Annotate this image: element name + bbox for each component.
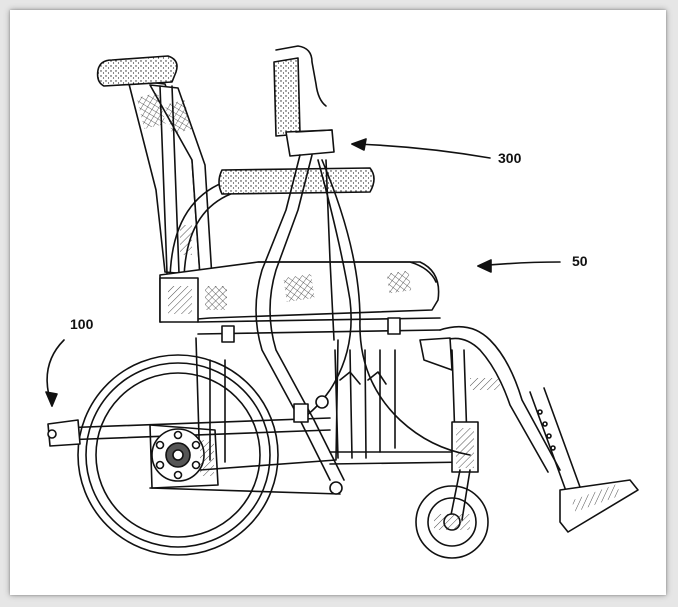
handle-stem — [255, 154, 331, 481]
seat-side-hatch — [168, 286, 192, 314]
axle-lower-bar — [149, 487, 341, 495]
brake-levers — [339, 371, 387, 385]
footrest-hole-2 — [542, 421, 548, 427]
rear-push-grip — [96, 55, 178, 87]
front-bracket — [419, 337, 453, 371]
caster-wheel-outer — [415, 485, 489, 559]
arrow-300-line — [351, 143, 491, 159]
arrow-300-head — [351, 138, 367, 151]
footrest-hole-3 — [546, 433, 552, 439]
front-frame-hoop-inner — [439, 337, 549, 473]
rear-wheel-tire — [85, 362, 271, 548]
handle-housing-front — [295, 129, 333, 133]
footrest-hole-1 — [537, 409, 543, 415]
front-frame-hoop — [439, 325, 561, 471]
arrow-100-head — [45, 391, 58, 407]
footrest-hole-4 — [550, 445, 556, 451]
handle-stem-foot — [329, 481, 343, 495]
rear-attachment — [47, 419, 81, 447]
axle-plate-hatch — [200, 440, 214, 476]
hub-bolt-1 — [173, 430, 183, 440]
axle-plate — [149, 424, 219, 489]
hub-bolt-6 — [155, 440, 165, 450]
handle-top-lever — [275, 45, 327, 107]
rear-wheel-outer — [77, 354, 279, 556]
cable-3 — [325, 159, 335, 341]
seat-cushion-top — [257, 261, 437, 283]
backrest-hatch-1 — [136, 92, 166, 129]
armrest-pad — [218, 167, 375, 195]
caster-housing-hatch — [456, 428, 474, 468]
rear-attachment-pin — [47, 429, 57, 439]
arrow-50-head — [477, 259, 492, 273]
rear-upright — [159, 85, 181, 301]
seat-hatch-1 — [283, 274, 315, 302]
seat-bracket-1 — [221, 325, 235, 343]
rear-hub-center — [172, 449, 184, 461]
cable-clamp — [293, 403, 309, 423]
label-300: 300 — [498, 150, 522, 166]
backrest-hatch-2 — [164, 99, 192, 134]
cable-knob — [315, 395, 329, 409]
handle-grip — [273, 57, 301, 137]
handle-housing — [285, 129, 335, 157]
rear-wheel-rim — [95, 372, 261, 538]
footrest-leg — [529, 387, 585, 503]
lower-frame-rail — [329, 451, 471, 465]
caster-wheel-inner — [427, 497, 477, 547]
hub-bolt-4 — [173, 470, 183, 480]
rear-frame-bar — [59, 417, 331, 441]
front-frame-hatch — [470, 378, 500, 390]
hub-bolt-3 — [191, 460, 201, 470]
footplate-hatch — [571, 484, 621, 512]
seat-rail-upper — [197, 317, 441, 323]
seat-hatch-3 — [205, 286, 227, 310]
label-100: 100 — [70, 316, 94, 332]
hub-bolt-2 — [191, 440, 201, 450]
armrest-hatch — [180, 225, 192, 255]
seat-bracket-2 — [387, 317, 401, 335]
footplate — [559, 479, 639, 533]
seat-hatch-2 — [386, 270, 412, 294]
cable-2 — [321, 159, 471, 456]
label-50: 50 — [572, 253, 588, 269]
hub-bolt-5 — [155, 460, 165, 470]
caster-fork — [449, 469, 471, 521]
caster-hatch — [434, 514, 470, 530]
handle-stem-inner — [269, 154, 345, 481]
cross-brace-lines — [209, 349, 396, 463]
